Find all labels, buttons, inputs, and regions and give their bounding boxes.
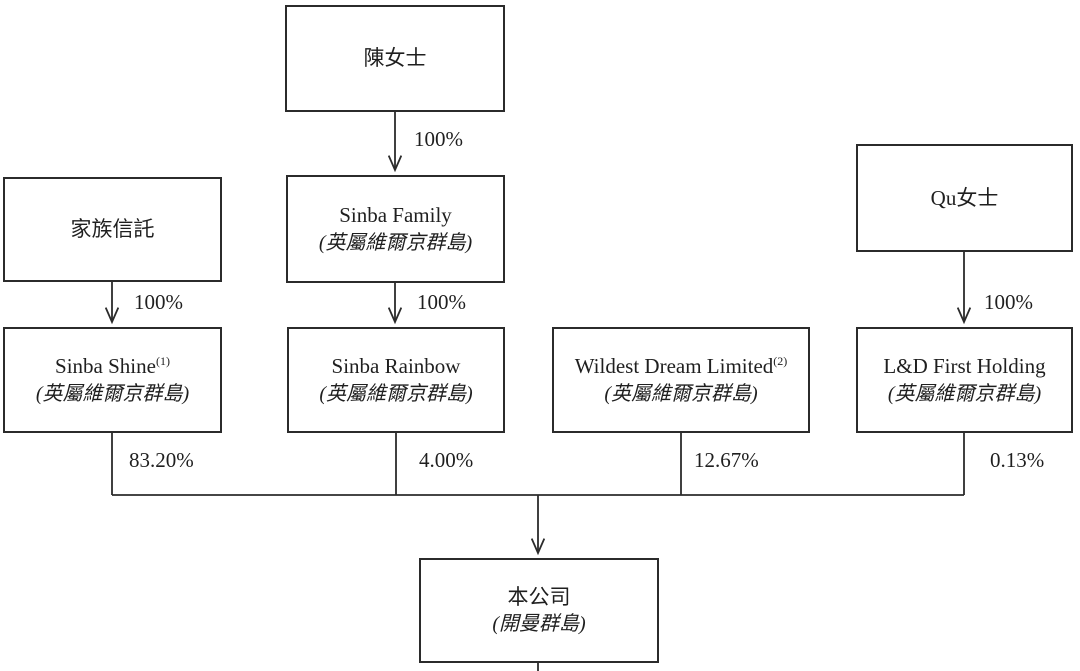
- node-sinba-family: Sinba Family (英屬維爾京群島): [286, 175, 505, 283]
- node-sinba-family-region: (英屬維爾京群島): [318, 231, 473, 254]
- node-wildest-dream: Wildest Dream Limited(2) (英屬維爾京群島): [552, 327, 810, 433]
- node-ld-first-holding: L&D First Holding (英屬維爾京群島): [856, 327, 1073, 433]
- node-ms-qu-label: Qu女士: [930, 185, 999, 210]
- node-sinba-shine-label: Sinba Shine(1): [55, 354, 170, 379]
- footnote-marker-1: (1): [155, 354, 170, 369]
- node-sinba-shine-region: (英屬維爾京群島): [35, 382, 190, 405]
- node-wildest-dream-region: (英屬維爾京群島): [604, 382, 758, 405]
- node-company: 本公司 (開曼群島): [419, 558, 659, 663]
- node-sinba-rainbow: Sinba Rainbow (英屬維爾京群島): [287, 327, 505, 433]
- node-ms-qu: Qu女士: [856, 144, 1073, 252]
- node-wildest-dream-label: Wildest Dream Limited(2): [574, 354, 788, 379]
- node-ms-chen: 陳女士: [285, 5, 505, 112]
- node-company-region: (開曼群島): [492, 613, 586, 636]
- node-company-label: 本公司: [507, 584, 571, 609]
- edge-label-sinba-family-to-sinba-rainbow: 100%: [417, 290, 466, 314]
- node-sinba-family-label: Sinba Family: [339, 203, 452, 228]
- node-ld-first-holding-label: L&D First Holding: [883, 354, 1046, 379]
- node-sinba-rainbow-label: Sinba Rainbow: [331, 354, 461, 379]
- footnote-marker-2: (2): [773, 354, 788, 369]
- edge-label-ld-first-holding-to-company: 0.13%: [990, 448, 1045, 472]
- edge-label-sinba-shine-to-company: 83.20%: [129, 448, 194, 472]
- node-family-trust: 家族信託: [3, 177, 222, 282]
- edge-label-sinba-rainbow-to-company: 4.00%: [419, 448, 474, 472]
- edge-label-wildest-dream-to-company: 12.67%: [694, 448, 759, 472]
- edge-label-chen-to-sinba-family: 100%: [414, 127, 463, 151]
- node-family-trust-label: 家族信託: [70, 217, 155, 242]
- node-sinba-rainbow-region: (英屬維爾京群島): [319, 382, 473, 405]
- edge-label-family-trust-to-sinba-shine: 100%: [134, 290, 183, 314]
- node-ld-first-holding-region: (英屬維爾京群島): [887, 382, 1042, 405]
- node-sinba-shine: Sinba Shine(1) (英屬維爾京群島): [3, 327, 222, 433]
- node-ms-chen-label: 陳女士: [363, 46, 427, 71]
- edge-label-qu-to-ld-first-holding: 100%: [984, 290, 1033, 314]
